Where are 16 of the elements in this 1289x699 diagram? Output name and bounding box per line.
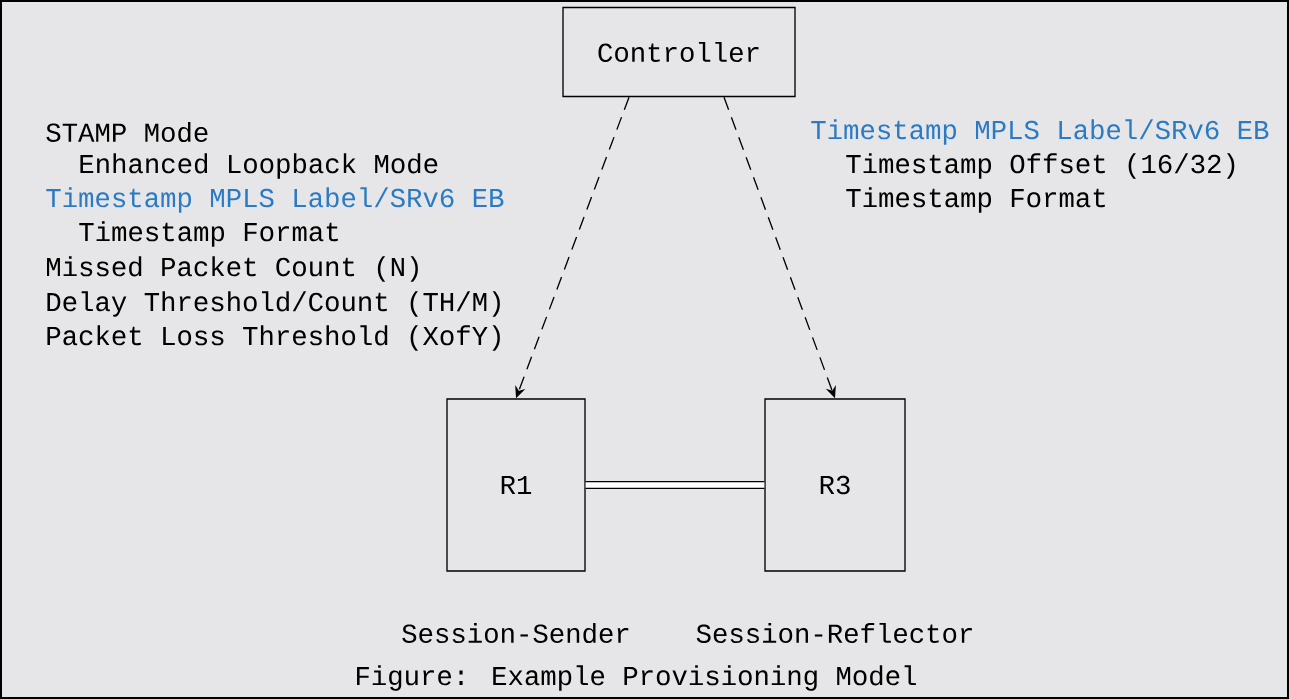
caption: Figure: Example Provisioning Model <box>357 665 916 691</box>
router-box: Controller <box>562 6 796 98</box>
parameter-text: Timestamp MPLS Label/SRv6 EB <box>811 119 1269 145</box>
parameter-text: Delay Threshold/Count (TH/M) <box>47 291 500 317</box>
parameter-text: Timestamp Format <box>846 187 1105 213</box>
router-box: R1 <box>446 398 586 572</box>
parameter-text: Packet Loss Threshold (XofY) <box>47 325 500 351</box>
router-box: R3 <box>764 398 906 572</box>
parameter-text: Enhanced Loopback Mode <box>80 153 438 179</box>
parameter-text: Missed Packet Count (N) <box>47 256 418 282</box>
parameter-text: Timestamp MPLS Label/SRv6 EB <box>46 187 504 213</box>
parameter-text: Timestamp Offset (16/32) <box>846 153 1235 179</box>
node-caption: Session-Reflector <box>696 622 972 644</box>
parameter-text: Timestamp Format <box>79 221 338 247</box>
parameter-text: STAMP Mode <box>46 121 208 143</box>
node-caption: Session-Sender <box>402 622 629 644</box>
